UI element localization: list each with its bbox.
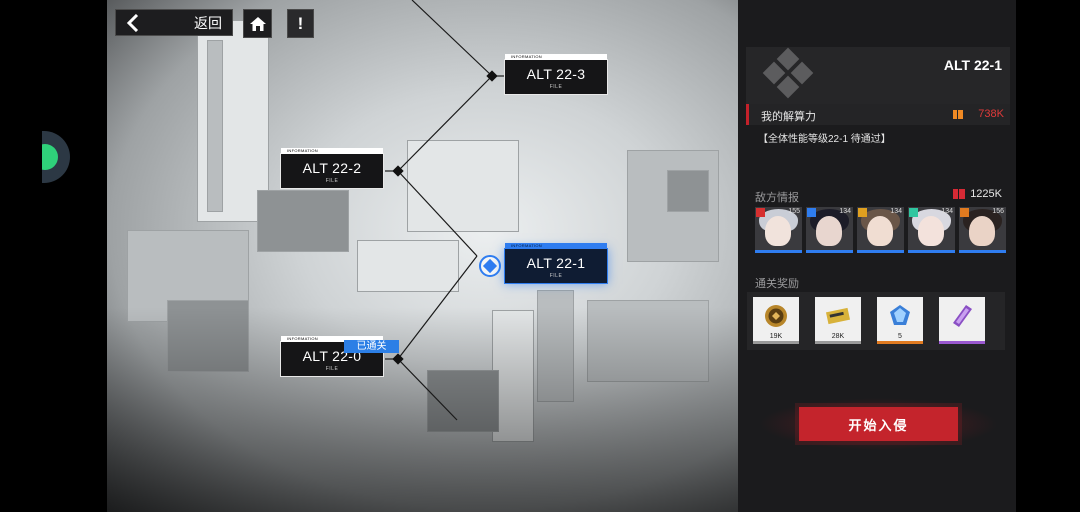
enemy-power: 1225K	[952, 188, 1002, 200]
stage-file-tag: FILE	[549, 273, 563, 279]
enemy-card[interactable]: 134	[857, 207, 904, 253]
reward-list: 19K 28K 5	[747, 292, 1005, 350]
stage-info-tag: INFORMATION	[281, 336, 383, 342]
stage-name: ALT 22-2	[302, 160, 362, 176]
stage-name: ALT 22-3	[526, 66, 586, 82]
enemy-card[interactable]: 155	[755, 207, 802, 253]
enemy-class-icon	[858, 208, 867, 217]
stage-map	[107, 0, 738, 512]
stage-path-lines	[385, 0, 504, 421]
reward-section-title: 通关奖励	[755, 278, 799, 290]
stage-info-tag: INFORMATION	[505, 243, 607, 249]
enemy-level: 134	[941, 208, 953, 215]
start-invasion-button[interactable]: 开始入侵	[799, 407, 958, 441]
map-vignette	[107, 0, 738, 512]
reward-shard[interactable]	[939, 297, 985, 344]
selected-target-icon	[479, 255, 501, 277]
shard-icon	[953, 305, 972, 327]
my-power-row: 我的解算力 738K	[746, 104, 1010, 125]
my-power-value: 738K	[978, 108, 1004, 120]
back-button[interactable]: 返回	[115, 9, 233, 36]
stage-file-tag: FILE	[325, 366, 339, 372]
stage-file-tag: FILE	[549, 84, 563, 90]
enemy-card[interactable]: 156	[959, 207, 1006, 253]
stage-info-tag: INFORMATION	[281, 148, 383, 154]
stage-info-tag: INFORMATION	[505, 54, 607, 60]
stage-name: ALT 22-1	[526, 255, 586, 271]
enemy-class-icon	[756, 208, 765, 217]
enemy-list: 155 134 134 134 156	[755, 207, 1006, 253]
reward-amount: 19K	[769, 333, 783, 340]
assist-dot-icon	[42, 144, 58, 170]
enemy-level: 155	[788, 208, 800, 215]
enemy-section-title: 敌方情报	[755, 192, 799, 204]
crystal-icon	[890, 305, 910, 325]
enemy-card[interactable]: 134	[908, 207, 955, 253]
enemy-power-value: 1225K	[970, 188, 1002, 200]
enemy-face	[969, 216, 995, 246]
home-button[interactable]	[243, 9, 272, 38]
stage-node-22-1[interactable]: INFORMATION ALT 22-1 FILE	[504, 243, 608, 284]
info-button[interactable]: !	[287, 9, 314, 38]
cleared-badge: 已通关	[344, 340, 399, 353]
stage-node-22-3[interactable]: INFORMATION ALT 22-3 FILE	[504, 54, 608, 95]
chevron-left-icon	[126, 13, 139, 32]
left-letterbox	[0, 0, 107, 512]
requirement-text: 【全体性能等级22-1 待通过】	[758, 134, 891, 145]
reward-amount: 28K	[831, 333, 845, 340]
enemy-level: 134	[839, 208, 851, 215]
coin-icon	[765, 305, 787, 327]
reward-coin[interactable]: 19K	[753, 297, 799, 344]
right-letterbox	[1016, 0, 1080, 512]
exclamation-icon: !	[297, 13, 304, 33]
stage-detail-panel: ALT 22-1 我的解算力 738K 【全体性能等级22-1 待通过】 敌方情…	[738, 0, 1016, 512]
enemy-class-icon	[960, 208, 969, 217]
reward-ticket[interactable]: 28K	[815, 297, 861, 344]
stage-header: ALT 22-1	[746, 47, 1010, 105]
stage-code: ALT 22-1	[943, 57, 1002, 73]
back-label: 返回	[194, 14, 222, 31]
enemy-power-icon	[953, 189, 966, 199]
enemy-face	[867, 216, 893, 246]
enemy-face	[918, 216, 944, 246]
stage-emblem-icon	[762, 47, 814, 99]
ticket-icon	[826, 307, 850, 325]
reward-amount: 5	[898, 333, 902, 340]
floating-assist-button[interactable]	[42, 131, 70, 183]
stage-node-22-2[interactable]: INFORMATION ALT 22-2 FILE	[280, 148, 384, 189]
enemy-level: 156	[992, 208, 1004, 215]
stage-file-tag: FILE	[325, 178, 339, 184]
enemy-face	[816, 216, 842, 246]
enemy-level: 134	[890, 208, 902, 215]
my-power-label: 我的解算力	[761, 111, 816, 123]
enemy-class-icon	[909, 208, 918, 217]
reward-crystal[interactable]: 5	[877, 297, 923, 344]
home-icon	[249, 16, 266, 31]
enemy-class-icon	[807, 208, 816, 217]
power-icon	[953, 110, 963, 119]
enemy-face	[765, 216, 791, 246]
enemy-card[interactable]: 134	[806, 207, 853, 253]
